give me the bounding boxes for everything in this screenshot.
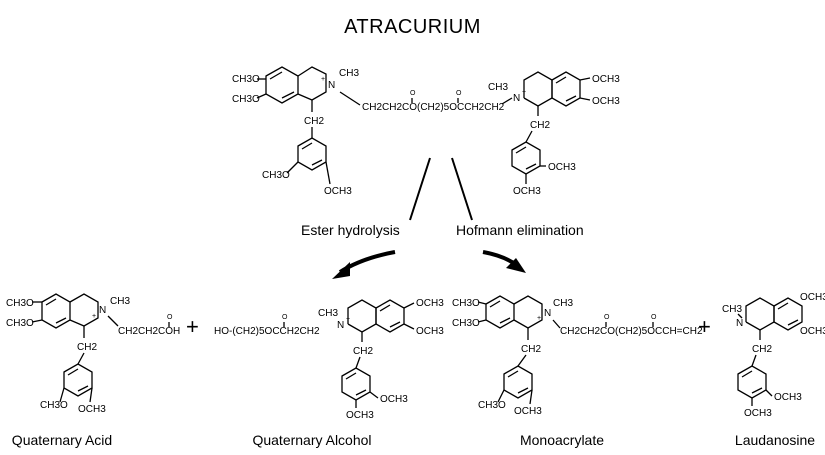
quaternary-alcohol-structure: HO-(CH2)5OCCH2CH2 O CH3 N + OCH3 OCH3 CH… — [214, 298, 444, 421]
quaternary-acid-structure: CH3O CH3O N + CH3 CH2CH2COH O CH2 CH3O O… — [6, 293, 180, 415]
methoxy-label: CH3O — [232, 74, 260, 85]
svg-text:CH2CH2COH: CH2CH2COH — [118, 326, 180, 337]
svg-text:O: O — [651, 314, 657, 321]
product-caption: Laudanosine — [734, 432, 816, 448]
svg-text:O: O — [456, 90, 462, 97]
methoxy-r-label: OCH3 — [548, 162, 576, 173]
laudanosine-structure: CH3 N OCH3 OCH3 CH2 OCH3 OCH3 — [722, 292, 825, 419]
svg-text:CH3O: CH3O — [6, 318, 34, 329]
svg-text:OCH3: OCH3 — [416, 326, 444, 337]
methoxy-r-label: OCH3 — [592, 74, 620, 85]
ch2-label: CH2 — [530, 120, 550, 131]
methoxy-r-label: OCH3 — [513, 186, 541, 197]
nitrogen-label: N — [513, 93, 520, 104]
right-benzene-ring — [551, 71, 581, 107]
methoxy-r-label: OCH3 — [592, 96, 620, 107]
svg-text:OCH3: OCH3 — [800, 292, 825, 303]
svg-text:OCH3: OCH3 — [800, 326, 825, 337]
ch2-label: CH2 — [304, 116, 324, 127]
left-dimethoxyphenyl-ring — [297, 137, 327, 171]
svg-text:OCH3: OCH3 — [78, 404, 106, 415]
svg-text:CH3: CH3 — [553, 298, 573, 309]
svg-text:HO-(CH2)5OCCH2CH2: HO-(CH2)5OCCH2CH2 — [214, 326, 320, 337]
methyl-label: CH3 — [339, 68, 359, 79]
svg-text:CH3O: CH3O — [40, 400, 68, 411]
left-benzene-ring — [265, 66, 299, 104]
svg-text:O: O — [167, 314, 173, 321]
product-caption: Quaternary Acid — [11, 432, 113, 448]
monoacrylate-structure: CH3O CH3O N + CH3 CH2CH2CO(CH2)5OCCH=CH2… — [452, 295, 703, 417]
svg-text:N: N — [99, 305, 106, 316]
svg-text:CH3O: CH3O — [452, 298, 480, 309]
svg-text:OCH3: OCH3 — [346, 410, 374, 421]
svg-text:CH2CH2CO(CH2)5OCCH=CH2: CH2CH2CO(CH2)5OCCH=CH2 — [560, 326, 703, 337]
nitrogen-label: N — [328, 80, 335, 91]
methyl-label: CH3 — [488, 82, 508, 93]
product-caption: Monoacrylate — [519, 432, 605, 448]
svg-text:OCH3: OCH3 — [514, 406, 542, 417]
svg-text:CH3: CH3 — [110, 296, 130, 307]
svg-text:OCH3: OCH3 — [774, 392, 802, 403]
charge-label: + — [321, 76, 325, 83]
plus-sign: + — [186, 314, 199, 339]
reaction-arrows — [332, 250, 526, 279]
hofmann-elimination-label: Hofmann elimination — [456, 222, 584, 238]
svg-text:+: + — [92, 313, 96, 320]
linker-label: CH2CH2CO(CH2)5OCCH2CH2 — [362, 102, 505, 113]
right-dimethoxyphenyl-ring — [511, 141, 541, 175]
svg-text:N: N — [736, 318, 743, 329]
svg-text:CH3O: CH3O — [478, 400, 506, 411]
svg-text:CH2: CH2 — [752, 344, 772, 355]
ester-hydrolysis-label: Ester hydrolysis — [301, 222, 400, 238]
diagram-title: ATRACURIUM — [344, 16, 481, 38]
svg-text:CH2: CH2 — [77, 342, 97, 353]
svg-text:N: N — [544, 308, 551, 319]
svg-text:CH3: CH3 — [318, 308, 338, 319]
cleavage-lines — [409, 157, 473, 221]
svg-text:OCH3: OCH3 — [744, 408, 772, 419]
svg-text:N: N — [337, 320, 344, 331]
plus-sign: + — [698, 314, 711, 339]
svg-text:+: + — [537, 315, 541, 322]
svg-text:CH2: CH2 — [353, 346, 373, 357]
product-caption: Quaternary Alcohol — [252, 432, 372, 448]
atracurium-structure: CH3O CH3O N + CH3 CH2 CH3O OCH3 CH2CH2CO… — [232, 66, 620, 197]
methoxy-r-label: OCH3 — [324, 186, 352, 197]
svg-text:CH3: CH3 — [722, 304, 742, 315]
svg-text:O: O — [604, 314, 610, 321]
svg-text:OCH3: OCH3 — [380, 394, 408, 405]
svg-text:CH3O: CH3O — [452, 318, 480, 329]
svg-text:CH2: CH2 — [521, 344, 541, 355]
methoxy-label: CH3O — [232, 94, 260, 105]
svg-text:OCH3: OCH3 — [416, 298, 444, 309]
methoxy-label: CH3O — [262, 170, 290, 181]
svg-text:O: O — [410, 90, 416, 97]
svg-text:O: O — [282, 314, 288, 321]
svg-text:CH3O: CH3O — [6, 298, 34, 309]
